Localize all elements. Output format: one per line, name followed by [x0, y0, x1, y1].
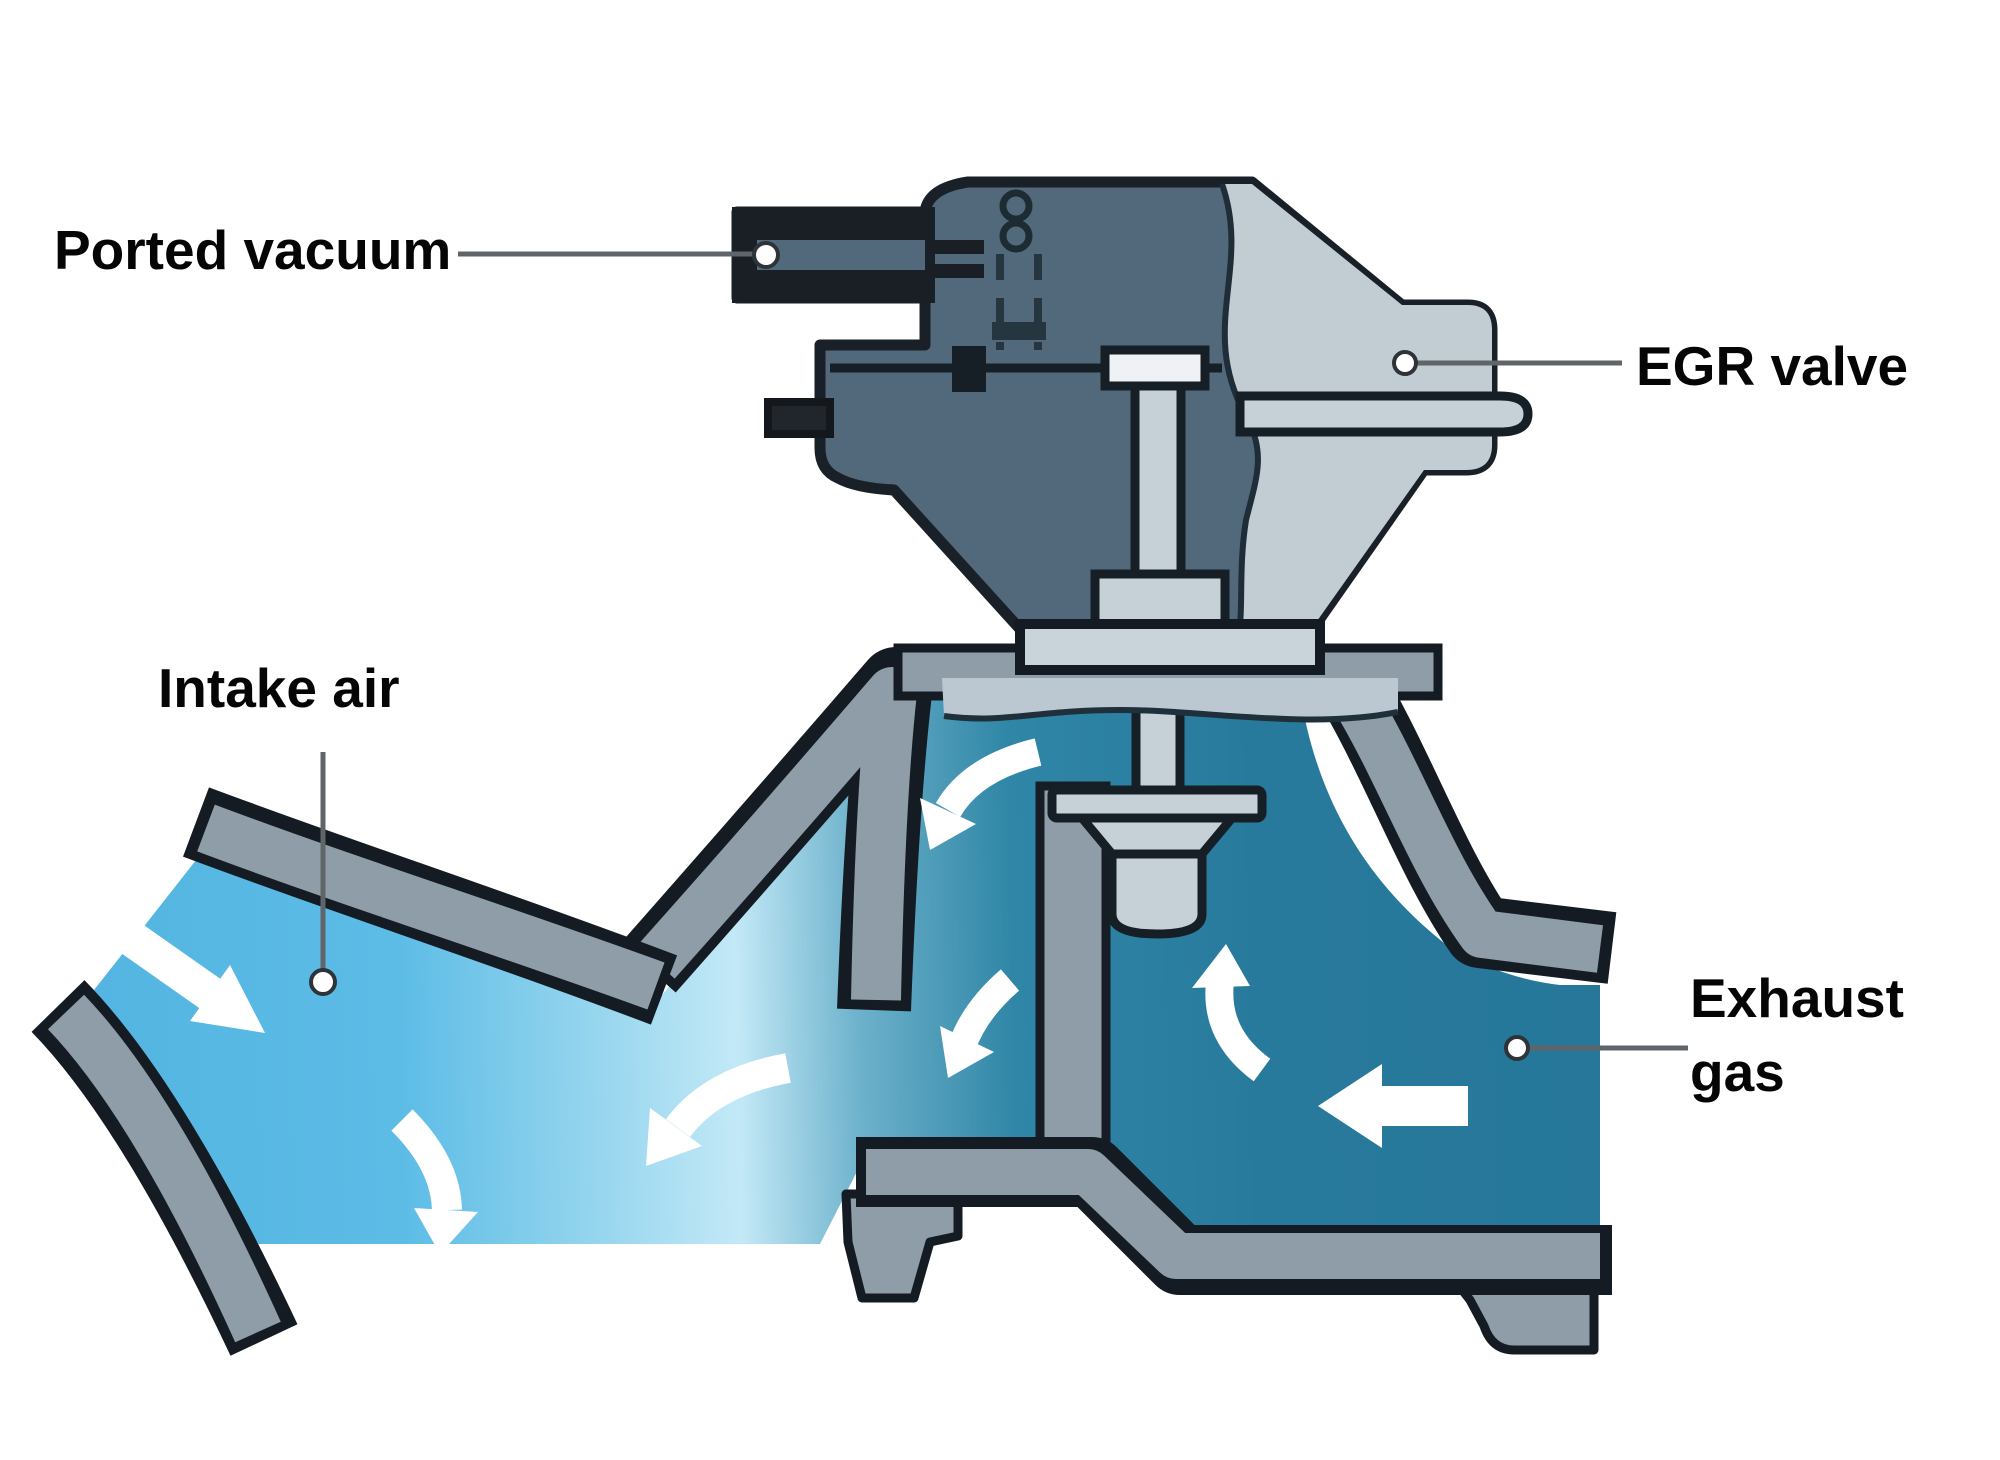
exhaust-top-wall — [1320, 669, 1617, 984]
egr-valve-dot — [1392, 350, 1418, 376]
housing-nipple — [764, 398, 834, 438]
egr-seat-arrow-icon — [920, 738, 1042, 850]
exhaust-gas-label: Exhaust gas — [1690, 967, 1904, 1103]
valve-seat-divider — [1035, 781, 1111, 1173]
valve-stem-upper — [1130, 379, 1186, 581]
intake-air-label: Intake air — [158, 657, 400, 719]
stem-guide-dashed — [996, 254, 1042, 350]
ported-vacuum-label: Ported vacuum — [54, 219, 452, 281]
left-mounting-foot — [841, 1189, 963, 1303]
flow-arrows — [117, 738, 1468, 1254]
intake-air-dot — [309, 968, 337, 996]
exhaust-flow-arrow-icon — [1318, 1064, 1468, 1148]
egr-downleg-arrow-icon — [940, 969, 1020, 1078]
leader-lines — [320, 251, 1688, 1051]
spring-coils-icon — [999, 189, 1033, 253]
egr-upleg-arrow-icon — [1192, 944, 1271, 1082]
egr-valve-label: EGR valve — [1636, 335, 1909, 397]
valve-pintle — [1047, 667, 1267, 939]
stem-guide-bar — [992, 322, 1046, 340]
chamber-collar-waterline — [943, 706, 1399, 723]
exhaust-gas-dot — [1504, 1035, 1530, 1061]
diaphragm-stop — [952, 346, 986, 392]
intake-merge-arrow-icon — [646, 1053, 791, 1166]
intake-flow-arrow-icon — [117, 921, 265, 1033]
ported-vacuum-dot — [752, 241, 780, 269]
exhaust-floor-wall — [856, 1137, 1612, 1295]
stem-top-plate — [1100, 345, 1210, 391]
egr-valve-assembly — [731, 176, 1533, 675]
housing-section-boundary — [1219, 183, 1261, 639]
leader-dots — [309, 241, 1530, 1061]
right-mounting-foot — [1451, 1277, 1599, 1355]
intake-descend-arrow-icon — [391, 1109, 478, 1254]
intake-upper-wall — [183, 787, 678, 1025]
chamber-collar — [942, 678, 1398, 720]
diaphragm-shaft-rod — [1235, 391, 1533, 437]
intake-lower-wall — [31, 980, 298, 1356]
mounting-plate — [1015, 619, 1325, 675]
